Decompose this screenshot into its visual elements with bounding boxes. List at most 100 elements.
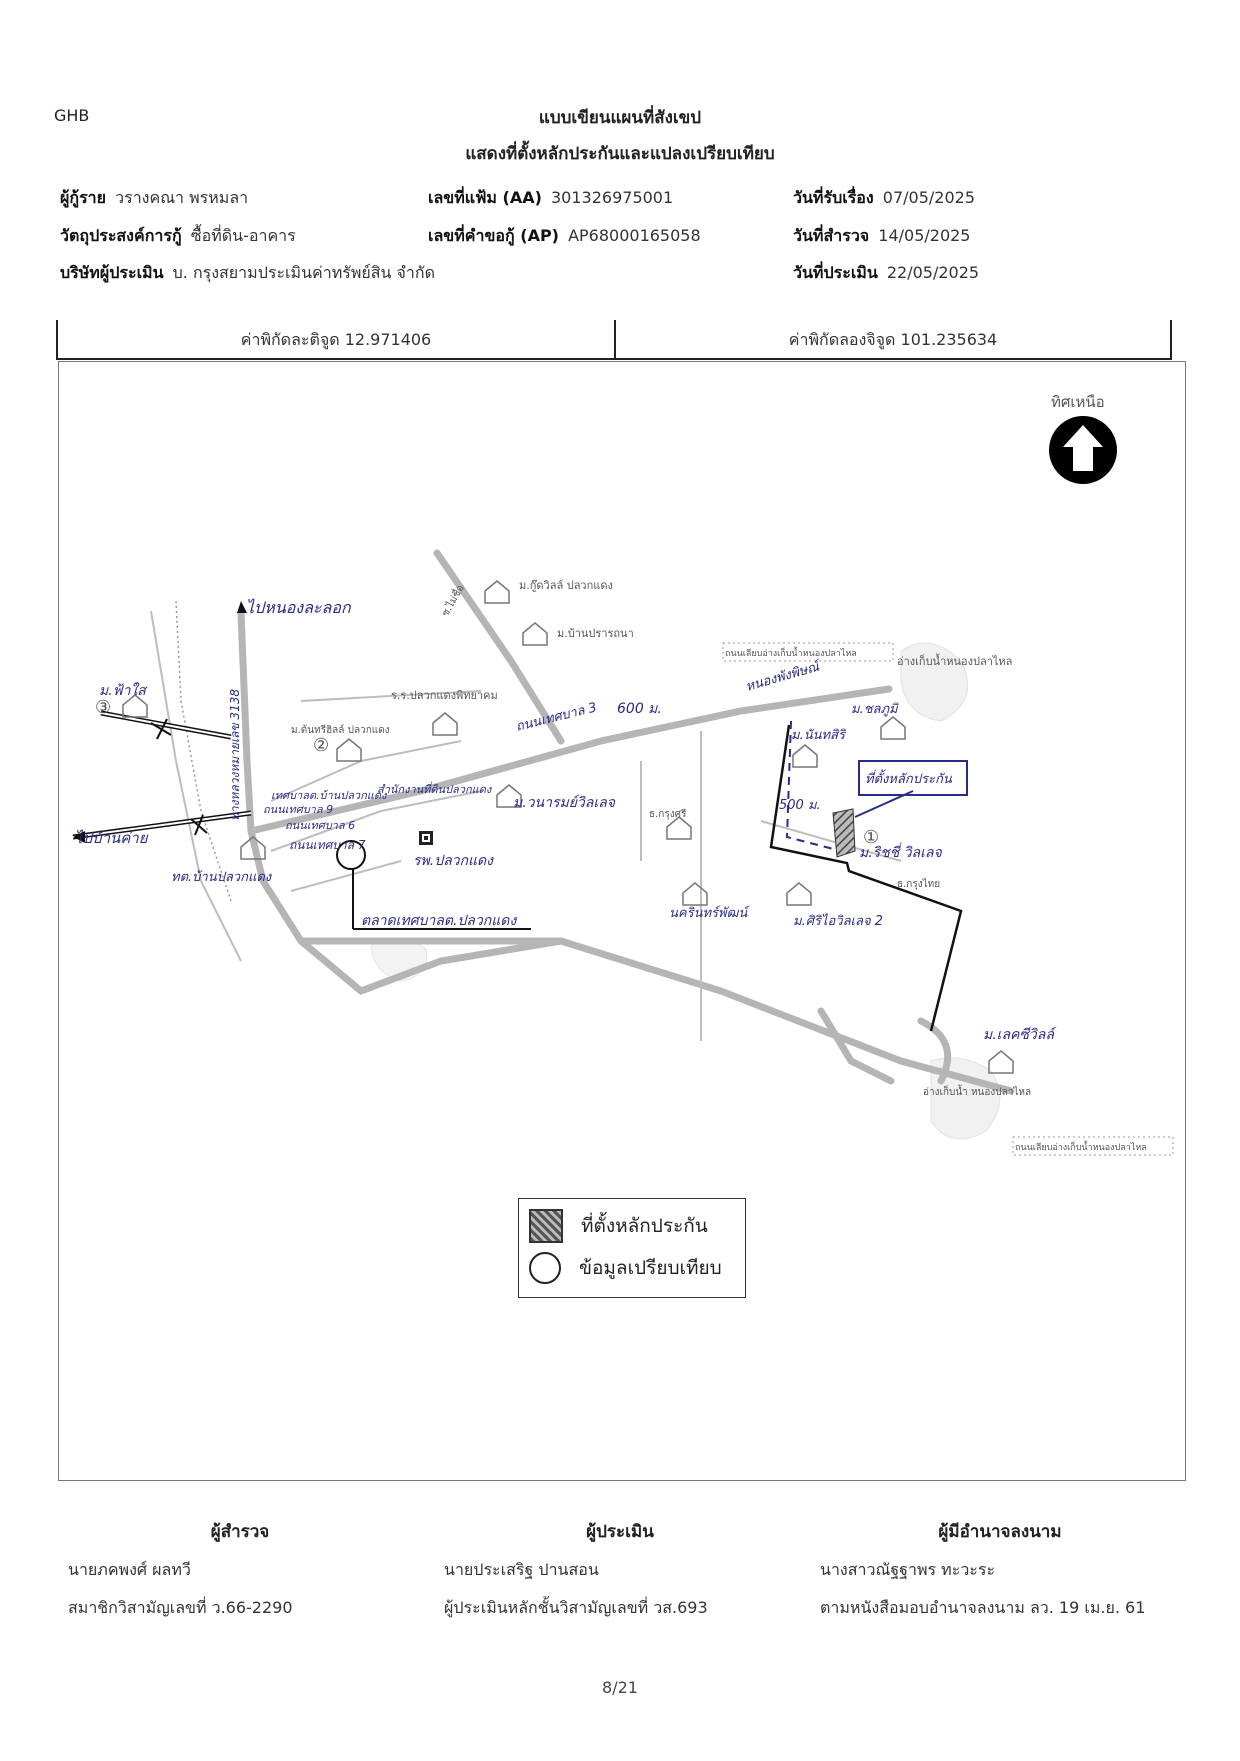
legend-comparison-label: ข้อมูลเปรียบเทียบ [579, 1257, 722, 1279]
circle-swatch-icon [529, 1252, 561, 1284]
village-3-label: ม.ฟ้าใส [99, 682, 148, 699]
hatch-swatch-icon [529, 1209, 563, 1243]
request-no-value: AP68000165058 [568, 226, 701, 245]
post-label: ธ.กรุงศรี [649, 808, 687, 820]
road-reservoir [917, 1017, 952, 1085]
house-icon [484, 580, 510, 604]
market-label: ตลาดเทศบาลต.ปลวกแดง [361, 913, 517, 929]
road-7-label: ถนนเทศบาล 7 [289, 838, 366, 852]
arrow-north-road [237, 601, 247, 613]
road-9-label: ถนนเทศบาล 9 [263, 803, 333, 816]
collateral-label-box [858, 760, 968, 796]
house-icon [496, 784, 522, 808]
appraiser-license: ผู้ประเมินหลักชั้นวิสามัญเลขที่ วส.693 [444, 1598, 708, 1617]
map-frame: ทิศเหนือ [58, 361, 1186, 1481]
purpose-value: ซื้อที่ดิน-อาคาร [190, 226, 296, 245]
appraisal-date-row: วันที่ประเมิน 22/05/2025 [793, 261, 979, 286]
house-icon [988, 1050, 1014, 1074]
house-icon [432, 712, 458, 736]
authorizer-name: นางสาวณัฐฐาพร ทะวะระ [820, 1560, 996, 1579]
road-main-label: ทางหลวงหมายเลข 3138 [228, 689, 242, 821]
house-icon [122, 694, 148, 718]
village-siri2-label: ม.ศิริไอวิลเลจ 2 [793, 913, 883, 929]
house-icon [682, 882, 708, 906]
purpose-row: วัตถุประสงค์การกู้ ซื้อที่ดิน-อาคาร [60, 224, 296, 249]
latitude-text: ค่าพิกัดละติจูด 12.971406 [240, 330, 432, 349]
school-label: ร.ร.ปลวกแดงพิทยาคม [391, 689, 498, 702]
house-icon [786, 882, 812, 906]
house-icon [880, 716, 906, 740]
to-nong-la-label: ไปหนองละลอก [246, 598, 352, 617]
appraiser-title: ผู้ประเมิน [586, 1522, 654, 1542]
village-2-label: ม.ต้นทรีฮิลล์ ปลวกแดง [291, 724, 390, 736]
authorizer-title: ผู้มีอำนาจลงนาม [938, 1522, 1062, 1542]
page-number: 8/21 [602, 1678, 638, 1697]
received-date-value: 07/05/2025 [882, 188, 976, 207]
soi-label: ซ.ไม่ชื่อ [437, 582, 466, 619]
road-diagonal-east [247, 685, 893, 835]
reservoir-bottom-shape [930, 1057, 1001, 1140]
house-icon [336, 738, 362, 762]
house-icon [666, 816, 692, 840]
north-label: ทิศเหนือ [1051, 393, 1105, 411]
coordinates-divider [614, 320, 616, 358]
survey-date-value: 14/05/2025 [878, 226, 971, 245]
village-wanarom-label: ม.วนารมย์วิลเลจ [513, 794, 616, 811]
borrower-label: ผู้กู้ราย [60, 188, 107, 207]
house-icon [792, 744, 818, 768]
village-lake-label: ม.เลคซีวิลล์ [983, 1026, 1057, 1043]
legend-collateral-row: ที่ตั้งหลักประกัน [529, 1207, 708, 1245]
office-top-label: เทศบาลต.บ้านปลวกแดง [271, 789, 388, 802]
legend-collateral-label: ที่ตั้งหลักประกัน [581, 1215, 708, 1237]
land-office-label: สำนักงานที่ดินปลวกแดง [377, 781, 493, 796]
road-north-branch [433, 549, 565, 745]
legend-box: ที่ตั้งหลักประกัน ข้อมูลเปรียบเทียบ [518, 1198, 746, 1298]
bank-label: ธ.กรุงไทย [897, 878, 940, 890]
map-svg: ทิศเหนือ [72, 393, 1174, 1156]
access-dashed [785, 720, 842, 852]
boundary-line [175, 600, 232, 902]
road-6-label: ถนนเทศบาล 6 [285, 819, 355, 832]
appraiser-company-value: บ. กรุงสยามประเมินค่าทรัพย์สิน จำกัด [172, 263, 435, 282]
surveyor-name: นายภคพงศ์ ผลทวี [68, 1560, 191, 1579]
appraisal-date-value: 22/05/2025 [886, 263, 980, 282]
appraisal-date-label: วันที่ประเมิน [793, 263, 878, 282]
collateral-map-label: ที่ตั้งหลักประกัน [865, 769, 953, 787]
road-main-vertical [237, 609, 565, 995]
comparison-circle [336, 840, 366, 870]
appraiser-company-label: บริษัทผู้ประเมิน [60, 263, 164, 282]
legend-comparison-row: ข้อมูลเปรียบเทียบ [529, 1249, 722, 1287]
village-nanthasiri-label: ม.นันทสิริ [791, 728, 847, 743]
village-nantaphum-label: ม.ชลภูมิ [851, 702, 899, 717]
road-network [237, 549, 1015, 1095]
document-title: แบบเขียนแผนที่สังเขป [538, 108, 702, 128]
arrow-to-ban-khai [72, 810, 252, 843]
village-pratana-label: ม.บ้านปรารถนา [557, 627, 634, 640]
house-icon [522, 622, 548, 646]
reservoir-bottom-label: อ่างเก็บน้ำ หนองปลาไหล [923, 1084, 1031, 1098]
borrower-row: ผู้กู้ราย วรางคณา พรหมลา [60, 186, 248, 211]
canal-top-label: ถนนเลียบอ่างเก็บน้ำหนองปลาไหล [725, 646, 857, 659]
corner-label: GHB [54, 106, 90, 125]
hospital-label: รพ.ปลวกแดง [413, 853, 494, 869]
canal-bottom-label: ถนนเลียบอ่างเก็บน้ำหนองปลาไหล [1015, 1140, 1147, 1153]
purpose-label: วัตถุประสงค์การกู้ [60, 226, 182, 245]
road-south-east [297, 937, 1015, 1095]
marker-3: ③ [95, 697, 111, 718]
document-subtitle: แสดงที่ตั้งหลักประกันและแปลงเปรียบเทียบ [465, 144, 775, 164]
received-date-label: วันที่รับเรื่อง [793, 188, 874, 207]
longitude-text: ค่าพิกัดลองจิจูด 101.235634 [788, 330, 998, 349]
canal-top-box [722, 642, 894, 662]
dist-600-label: 600 ม. [617, 701, 662, 717]
surveyor-license: สมาชิกวิสามัญเลขที่ ว.66-2290 [68, 1598, 293, 1617]
surveyor-title: ผู้สำรวจ [210, 1522, 270, 1542]
north-arrow-icon [1049, 416, 1117, 484]
file-no-label: เลขที่แฟ้ม (AA) [428, 188, 542, 207]
marker-2: ② [313, 735, 329, 756]
office-left-label: ทต.บ้านปลวกแดง [171, 870, 273, 885]
survey-date-label: วันที่สำรวจ [793, 226, 870, 245]
marker-1: ① [863, 827, 879, 848]
borrower-value: วรางคณา พรหมลา [115, 188, 249, 207]
house-icon [240, 836, 266, 860]
village-goodwill-label: ม.กู๊ดวิลล์ ปลวกแดง [519, 579, 613, 592]
